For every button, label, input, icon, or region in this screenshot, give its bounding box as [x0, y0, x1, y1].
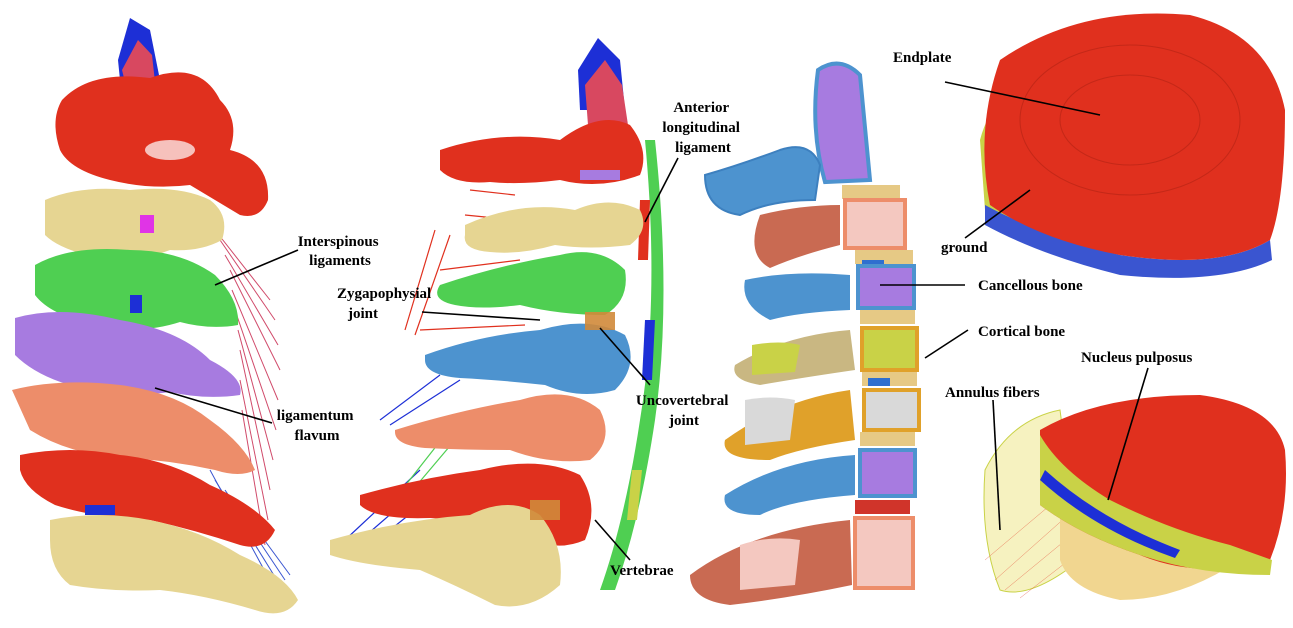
- cortical-leader: [925, 330, 968, 358]
- panel-lateral-spine: Anterior longitudinal ligament Zygapophy…: [330, 38, 744, 606]
- endplate-surface: [984, 13, 1285, 260]
- annulus-label: Annulus fibers: [945, 385, 1040, 401]
- lateral-vertebra-t1: [330, 505, 561, 606]
- vertebra-c3: [45, 189, 224, 259]
- zygapophysial-leader: [422, 312, 540, 320]
- disc-model-nucleus: [984, 395, 1286, 600]
- lateral-vertebra-c4: [437, 252, 626, 315]
- section-body-c5: [862, 328, 917, 370]
- cortical-label: Cortical bone: [978, 324, 1065, 340]
- panel-disc-models: Endplate ground Nucleus pulposus Annulus…: [893, 13, 1286, 600]
- panel-posterior-spine: Interspinous ligaments ligamentum flavum: [12, 18, 382, 613]
- section-body-c4: [858, 266, 914, 308]
- cancellous-label: Cancellous bone: [978, 278, 1083, 294]
- section-body-c3: [845, 200, 905, 248]
- nucleus-label: Nucleus pulposus: [1081, 350, 1192, 366]
- section-c2-body: [815, 64, 870, 182]
- interspinous-label: Interspinous ligaments: [298, 234, 383, 269]
- section-body-c7: [860, 450, 915, 496]
- section-body-t1: [855, 518, 913, 588]
- lateral-vertebra-c6: [395, 394, 606, 461]
- interspinous-leader: [215, 250, 298, 285]
- lateral-vertebra-c5: [425, 324, 631, 394]
- section-body-c6: [864, 390, 919, 430]
- endplate-label: Endplate: [893, 50, 952, 66]
- zygapophysial-label: Zygapophysial joint: [337, 286, 435, 322]
- lateral-vertebra-c3: [465, 203, 644, 253]
- anterior-longitudinal-label: Anterior longitudinal ligament: [662, 100, 743, 156]
- ground-label: ground: [941, 240, 988, 256]
- vertebrae-label: Vertebrae: [610, 563, 674, 579]
- flavum-label: ligamentum flavum: [277, 408, 357, 444]
- disc-model-endplate: [980, 13, 1285, 277]
